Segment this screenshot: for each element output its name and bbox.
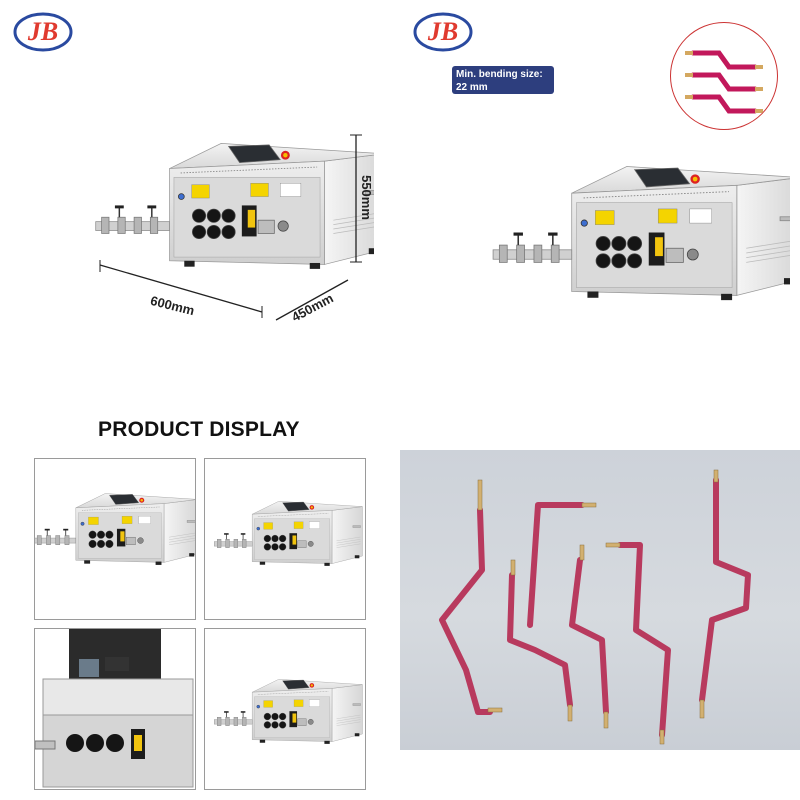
gallery-thumb-2 [204,458,366,620]
bent-wires-image [439,469,751,745]
gallery-thumb-3 [34,628,196,790]
machine-thumb-image [35,492,195,566]
jb-logo-icon [413,12,473,52]
bending-size-badge: Min. bending size: 22 mm [452,66,554,94]
bent-wires-photo [400,450,800,750]
machine-open-thumb-image [35,629,194,788]
gallery-thumb-4 [204,628,366,790]
badge-line-1: Min. bending size: [456,69,543,80]
machine-image-right [491,164,790,302]
section-title: PRODUCT DISPLAY [98,418,300,441]
bent-wire-icon [685,50,763,114]
bent-wire-inset [670,22,778,130]
dimension-lines [99,134,362,321]
machine-thumb-image [213,678,364,745]
machine-thumb-image [213,500,364,567]
height-dimension-label: 550mm [358,175,374,220]
gallery-thumb-1 [34,458,196,620]
badge-line-2: 22 mm [456,82,488,93]
